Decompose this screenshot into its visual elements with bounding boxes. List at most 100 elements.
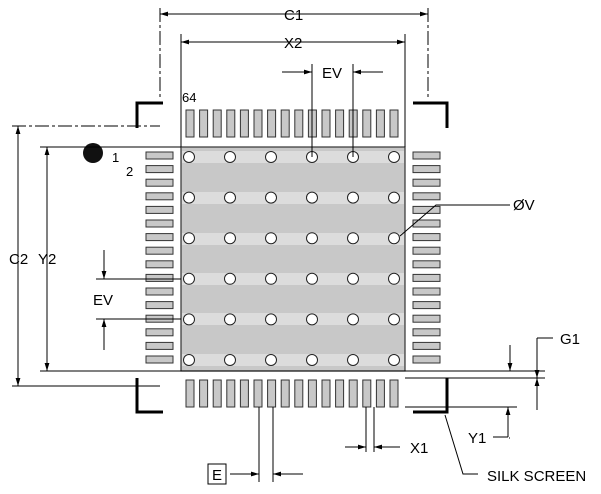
label-pin-1: 1 xyxy=(112,150,119,165)
label-y1: Y1 xyxy=(468,430,486,447)
pad-left xyxy=(145,301,174,310)
pad-bottom xyxy=(239,379,249,408)
thermal-via xyxy=(388,232,400,245)
pad-left xyxy=(145,151,174,160)
pad-right xyxy=(412,260,441,269)
label-silk-screen: SILK SCREEN xyxy=(487,468,586,485)
thermal-via xyxy=(183,272,195,285)
pad-left xyxy=(145,233,174,242)
pad-bottom xyxy=(362,379,372,408)
pad-stripe xyxy=(182,192,404,204)
thermal-via xyxy=(306,354,318,366)
pad-right xyxy=(412,246,441,255)
pad-bottom xyxy=(253,379,263,408)
pad-left xyxy=(145,165,174,174)
pad-top xyxy=(321,109,331,138)
pad-stripe xyxy=(182,273,404,285)
label-pin-64: 64 xyxy=(182,90,196,105)
pad-right xyxy=(412,273,441,282)
pad-right xyxy=(412,301,441,310)
label-ev-left: EV xyxy=(93,292,113,309)
thermal-via xyxy=(306,313,318,326)
pad-bottom xyxy=(321,379,331,408)
label-x1: X1 xyxy=(410,440,428,457)
pad-top xyxy=(375,109,385,138)
pad-top xyxy=(389,109,399,138)
pad-stripe xyxy=(182,151,404,163)
pad-bottom xyxy=(226,379,236,408)
thermal-via xyxy=(224,272,236,285)
pad-right xyxy=(412,178,441,187)
pad-right xyxy=(412,205,441,214)
pad-left xyxy=(145,205,174,214)
pad-top xyxy=(335,109,345,138)
pad-right xyxy=(412,314,441,323)
thermal-via xyxy=(306,272,318,285)
thermal-via xyxy=(183,191,195,204)
thermal-via xyxy=(306,232,318,245)
thermal-via xyxy=(183,151,195,163)
pad-top xyxy=(239,109,249,138)
label-y2: Y2 xyxy=(38,251,56,268)
pad-left xyxy=(145,287,174,296)
thermal-via xyxy=(224,151,236,163)
perimeter-pads xyxy=(145,109,441,408)
thermal-via xyxy=(347,232,359,245)
thermal-via xyxy=(224,191,236,204)
pad-top xyxy=(267,109,277,138)
pad-right xyxy=(412,165,441,174)
label-g1: G1 xyxy=(560,331,580,348)
pad-bottom xyxy=(185,379,195,408)
thermal-via xyxy=(388,191,400,204)
pad-top xyxy=(226,109,236,138)
pin1-marker xyxy=(83,143,103,163)
pad-right xyxy=(412,219,441,228)
thermal-via xyxy=(388,313,400,326)
thermal-via xyxy=(183,232,195,245)
thermal-via xyxy=(347,354,359,366)
thermal-via xyxy=(224,354,236,366)
thermal-via xyxy=(224,232,236,245)
thermal-via xyxy=(388,151,400,163)
pad-right xyxy=(412,233,441,242)
thermal-via xyxy=(388,354,400,366)
thermal-via xyxy=(265,191,277,204)
thermal-via xyxy=(265,232,277,245)
thermal-via xyxy=(265,354,277,366)
thermal-via xyxy=(265,272,277,285)
thermal-via xyxy=(265,151,277,163)
thermal-pad xyxy=(180,146,406,372)
pad-top xyxy=(199,109,209,138)
pad-bottom xyxy=(294,379,304,408)
pad-top xyxy=(362,109,372,138)
pad-bottom xyxy=(307,379,317,408)
label-via-diameter: ØV xyxy=(513,197,535,214)
pad-bottom xyxy=(335,379,345,408)
thermal-via xyxy=(265,313,277,326)
silk-screen-corners xyxy=(135,101,449,414)
pad-stripe xyxy=(182,354,404,366)
thermal-via xyxy=(224,313,236,326)
pad-left xyxy=(145,178,174,187)
pad-left xyxy=(145,328,174,337)
thermal-via xyxy=(388,272,400,285)
label-x2: X2 xyxy=(284,35,302,52)
pad-left xyxy=(145,260,174,269)
pad-right xyxy=(412,355,441,364)
pad-bottom xyxy=(375,379,385,408)
pad-top xyxy=(280,109,290,138)
pad-right xyxy=(412,151,441,160)
label-e: E xyxy=(212,467,222,484)
label-pin-2: 2 xyxy=(126,164,133,179)
pad-bottom xyxy=(212,379,222,408)
label-c2: C2 xyxy=(9,251,28,268)
pad-bottom xyxy=(280,379,290,408)
pad-top xyxy=(185,109,195,138)
pad-left xyxy=(145,219,174,228)
pad-right xyxy=(412,287,441,296)
pad-left xyxy=(145,192,174,201)
dimension-lines xyxy=(12,8,553,485)
pad-bottom xyxy=(267,379,277,408)
